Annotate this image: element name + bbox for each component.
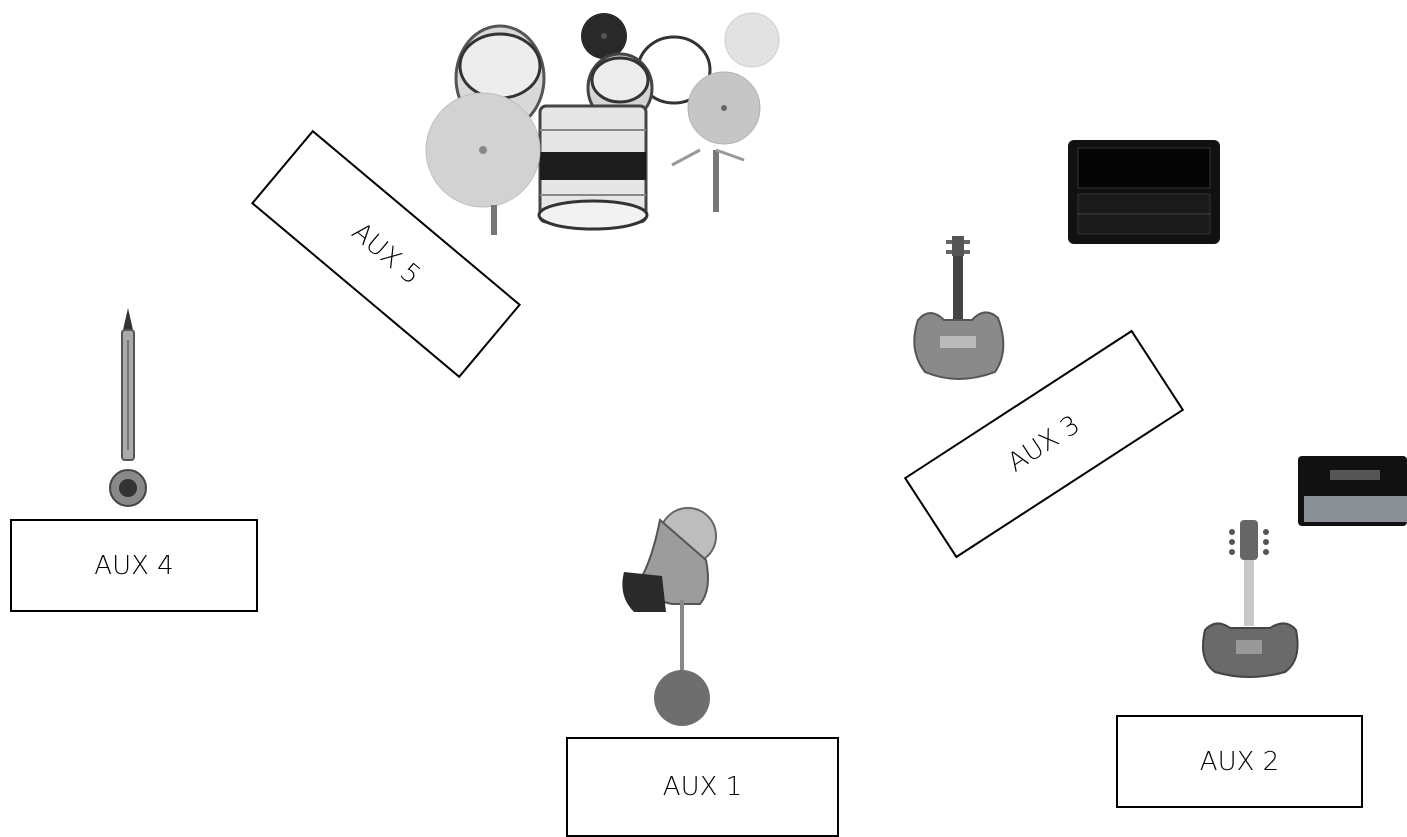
monitor-aux-1-label: AUX 1 (662, 772, 743, 802)
monitor-aux-3-label: AUX 3 (1002, 409, 1086, 479)
guitar-amp-icon (1298, 456, 1407, 526)
monitor-aux-2: AUX 2 (1116, 715, 1363, 808)
monitor-aux-5-label: AUX 5 (345, 216, 427, 292)
monitor-aux-1: AUX 1 (566, 737, 839, 837)
bass-guitar-icon (913, 236, 1005, 380)
bass-amp-icon (1068, 140, 1220, 244)
saxophone-icon (109, 308, 147, 507)
monitor-aux-4: AUX 4 (10, 519, 258, 612)
electric-guitar-icon (1202, 520, 1299, 678)
singer-icon (622, 507, 717, 726)
monitor-aux-2-label: AUX 2 (1199, 746, 1280, 777)
monitor-aux-4-label: AUX 4 (94, 550, 174, 581)
drum-kit-icon (425, 12, 780, 235)
